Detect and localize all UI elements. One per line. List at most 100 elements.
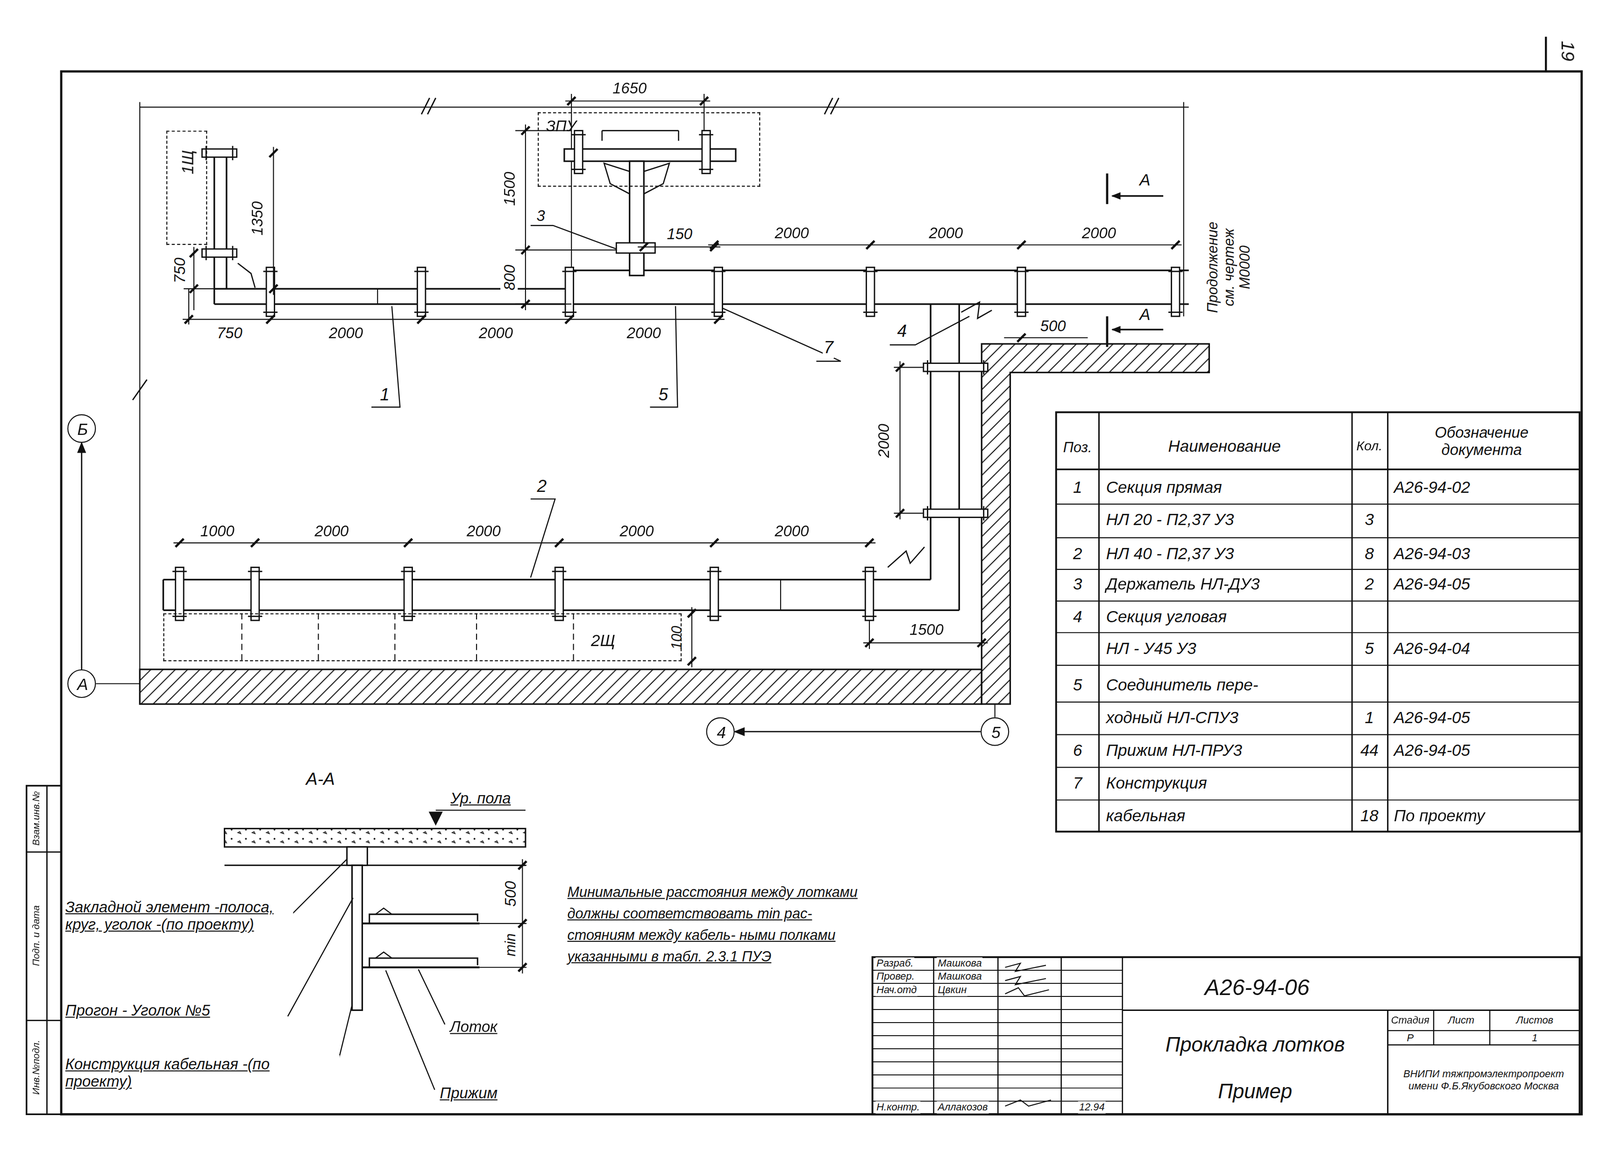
leader-note: Прижим [438,1084,499,1103]
leader-note: Закладной элемент -полоса, круг, уголок … [64,897,293,933]
switchboard-box: 2Щ [163,613,682,662]
clamp-symbol [926,360,929,375]
table-header: Обозначение документа [1404,423,1560,459]
leader-line [530,498,555,578]
leader-line [418,969,446,1025]
leader-line [889,316,970,345]
extension-line [515,303,572,305]
cable-shelf [362,922,480,925]
table-cell: Секция угловая [1105,607,1228,627]
table-header: Кол. [1355,439,1384,455]
dimension-value: 1500 [908,620,945,639]
table-cell: А26-94-05 [1393,709,1472,728]
title-block-cell: Машкова [936,957,983,969]
document-code: А26-94-06 [1203,974,1311,1001]
title-block-cell: Лист [1447,1014,1476,1027]
dimension-tick [269,149,278,157]
clamp-symbol [250,567,259,621]
tray-joint [376,288,378,305]
break-mark [830,98,839,115]
dimension-line [863,642,988,644]
leader-note: Лоток [448,1017,499,1036]
extension-line [515,249,617,251]
table-cell: 5 [1363,639,1375,659]
signature [1005,976,1046,985]
node-label: 5 [991,723,1001,742]
dimension-line [565,100,711,102]
dimension-tick [687,657,696,666]
title-block-cell: Нач.отд [875,983,918,996]
table-rule [1056,799,1580,801]
title-block-cell: Машкова [936,970,983,983]
section-line [1106,173,1109,205]
title-block-cell: Цвкин [936,983,968,996]
dimension-value: 2000 [773,223,810,242]
clamp-symbol [1168,311,1183,313]
table-rule [1056,537,1580,539]
dimension-line [173,542,876,544]
title-block-cell: Р [1405,1031,1415,1044]
dimension-line [182,319,725,320]
dimension-value: 2000 [313,521,350,540]
title-block-rule [872,1087,1123,1089]
floor-level-label: Ур. пола [449,789,512,807]
table-rule [1386,412,1389,832]
title-block-rule [1489,1009,1491,1045]
clamp-symbol [711,270,726,273]
clamp-symbol [172,570,187,573]
table-rule [1056,503,1580,505]
page-number-line [1544,36,1547,72]
cable-tray [571,269,1189,271]
stamp-cell: Взам.инв.№ [31,789,43,847]
floor-level-line [435,809,526,811]
clamp-symbol [866,267,875,317]
section-arrow [1112,195,1164,197]
table-cell: Соединитель пере- [1105,676,1260,696]
table-cell: А26-94-02 [1393,478,1472,498]
dimension-value: 2000 [927,223,964,242]
support-gusset [643,163,670,194]
table-cell: 2 [1363,575,1375,595]
stamp-line [26,1019,62,1022]
clamp-profile [375,952,392,959]
dimension-line [525,243,527,311]
clamp-symbol [1168,270,1183,273]
cabinet-outline [602,129,679,132]
clamp-symbol [707,615,722,618]
corner-section-mark [237,263,256,288]
dimension-line [139,106,1189,108]
callout-number: 1 [378,384,391,406]
axis-marker: А [67,669,96,698]
sheet-frame [61,71,1582,1115]
extension-line [479,923,527,925]
clamp-symbol [862,615,877,618]
dimension-tick [710,240,719,249]
cable-construction-post [352,865,363,1010]
dimension-tick [567,97,576,106]
dimension-value: 150 [665,224,694,243]
clamp-symbol [574,130,583,174]
clamp-symbol [417,267,426,317]
dimension-tick [250,538,259,547]
extension-line [893,366,924,368]
clamp-symbol [926,505,929,521]
extension-line [479,864,527,866]
clamp-symbol [552,570,567,573]
callout-number: 5 [657,384,669,406]
axis-marker: Б [67,414,96,443]
title-block-rule [1387,1030,1580,1032]
floor-level-mark [429,812,442,825]
cabinet-divider [476,613,477,662]
extension-line [868,620,870,649]
dimension-tick [1017,333,1026,342]
title-block-cell: 1 [1530,1031,1539,1044]
title-block-cell: Аллакозов [936,1101,989,1113]
table-cell: НЛ 20 - П2,37 У3 [1105,511,1236,530]
table-cell: НЛ - У45 У3 [1105,639,1198,659]
wall-section [139,669,982,704]
table-rule [1056,701,1580,703]
table-rule [1056,767,1580,768]
clamp-profile [375,908,392,915]
